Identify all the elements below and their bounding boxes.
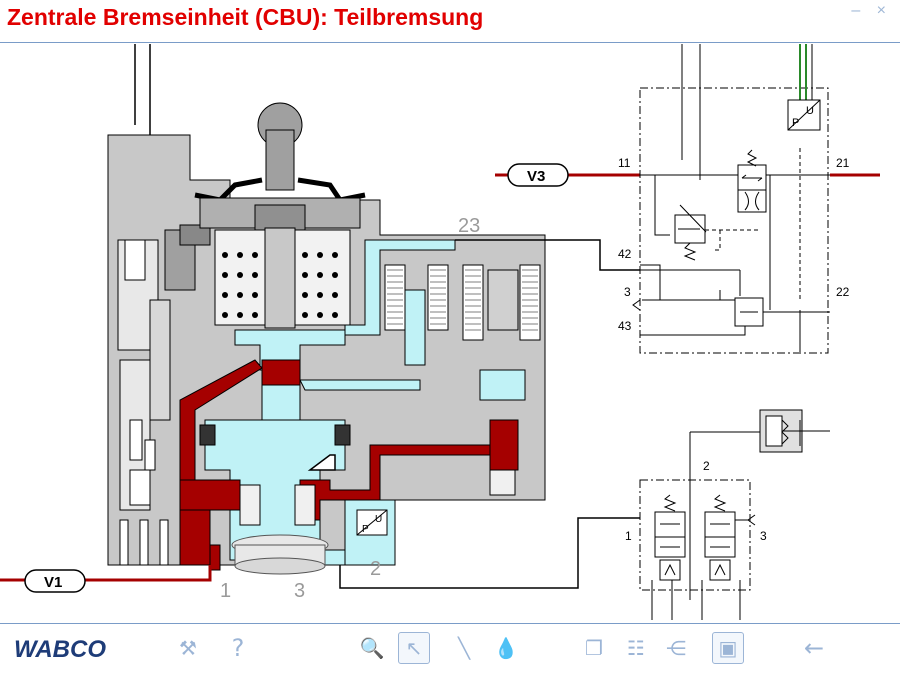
schematic-lower xyxy=(639,409,830,620)
pointer-icon[interactable]: ↖ xyxy=(398,632,430,664)
tag-v3-shape xyxy=(507,163,569,187)
tag-v1-shape xyxy=(24,569,86,593)
document-icon[interactable]: ☷ xyxy=(627,636,645,660)
drop-icon[interactable]: 💧 xyxy=(493,636,519,660)
solenoid-coils xyxy=(384,264,541,341)
window-buttons[interactable]: – × xyxy=(851,2,892,19)
frame-icon[interactable]: ▣ xyxy=(712,632,744,664)
brake-unit-diagram: P U V1 V3 23 1 3 2 xyxy=(0,44,880,620)
filter-cup xyxy=(231,534,329,575)
air-channels xyxy=(204,239,526,566)
port-1-label: 1 xyxy=(220,580,231,602)
wabco-logo: WABCO xyxy=(14,636,106,663)
schem-43-label: 43 xyxy=(618,319,632,333)
title-divider xyxy=(0,42,900,43)
schem-21-label: 21 xyxy=(836,156,850,170)
schematic-upper xyxy=(600,44,830,354)
schem-11-label: 11 xyxy=(618,156,631,170)
help-icon[interactable]: ? xyxy=(231,634,245,662)
coil-hatching xyxy=(387,269,538,331)
schem2-3-label: 3 xyxy=(760,529,767,543)
schematic-upper-labels: 11 21 42 3 22 43 xyxy=(618,156,850,333)
schem-3-label: 3 xyxy=(624,285,631,299)
back-arrow-icon[interactable]: ← xyxy=(803,634,825,662)
schem-42-label: 42 xyxy=(618,247,632,261)
actuator-knob xyxy=(257,102,303,191)
left-column xyxy=(117,224,211,511)
schem-22-label: 22 xyxy=(836,285,850,299)
lower-valves xyxy=(199,424,516,526)
connector-icon[interactable]: ⋲ xyxy=(666,636,686,660)
spring-chamber xyxy=(214,227,351,329)
schem-sensor-p: P xyxy=(792,117,799,129)
windows-icon[interactable]: ❐ xyxy=(585,636,603,660)
schem2-1-label: 1 xyxy=(625,529,632,543)
diaphragm-plate xyxy=(199,197,361,231)
port-23-label: 23 xyxy=(458,215,480,237)
pressure-sensor-body xyxy=(356,509,388,536)
diagonal-marker xyxy=(307,454,336,471)
schematic-lower-labels: 2 1 3 xyxy=(625,459,767,543)
schem-sensor-u: U xyxy=(806,105,814,117)
wrench-icon[interactable]: ⚒ xyxy=(179,636,197,660)
sensor-p-label: P xyxy=(362,524,369,535)
left-slots xyxy=(119,419,169,566)
pen-icon[interactable]: ╲ xyxy=(457,636,471,660)
toolbar-divider xyxy=(0,623,900,624)
title-bar: Zentrale Bremseinheit (CBU): Teilbremsun… xyxy=(0,0,900,44)
port-2-label: 2 xyxy=(370,558,381,580)
schem2-2-label: 2 xyxy=(703,459,710,473)
page-title: Zentrale Bremseinheit (CBU): Teilbremsun… xyxy=(7,4,484,30)
tag-v3-label: V3 xyxy=(527,168,545,185)
sensor-u-label: U xyxy=(375,514,382,525)
tag-v1-label: V1 xyxy=(44,574,62,591)
port-3-label: 3 xyxy=(294,580,305,602)
spring-dots xyxy=(222,252,338,318)
zoom-in-icon[interactable]: 🔍 xyxy=(359,636,385,660)
